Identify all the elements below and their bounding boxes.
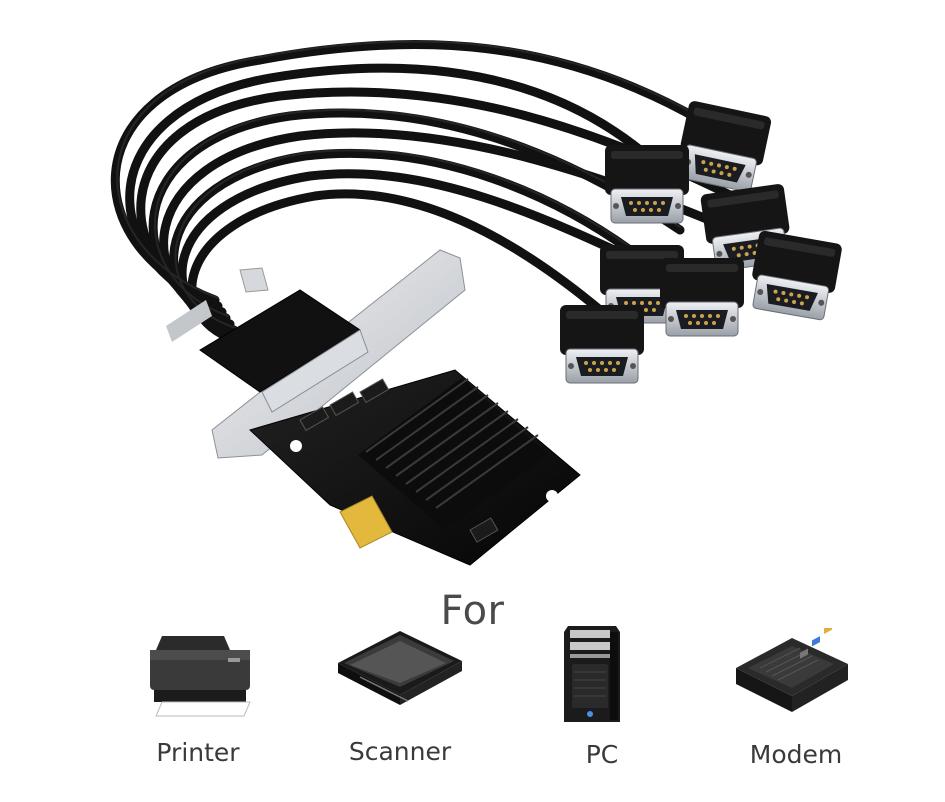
db9-connector	[745, 229, 844, 322]
product-image	[110, 39, 844, 566]
db9-connector	[659, 257, 745, 337]
modem-device	[730, 628, 854, 720]
db9-connector	[559, 304, 645, 384]
modem-icon	[736, 628, 848, 712]
device-label-scanner: Scanner	[348, 737, 452, 766]
for-heading: For	[440, 588, 505, 634]
device-label-modem: Modem	[749, 740, 843, 769]
printer-icon	[150, 636, 251, 717]
printer-device	[140, 628, 260, 720]
device-label-pc: PC	[585, 740, 619, 769]
scanner-device	[330, 625, 470, 721]
pc-device	[560, 622, 624, 726]
device-label-printer: Printer	[156, 738, 240, 767]
pc-tower-icon	[564, 626, 620, 722]
db9-connector	[604, 144, 690, 224]
scanner-icon	[338, 631, 462, 705]
